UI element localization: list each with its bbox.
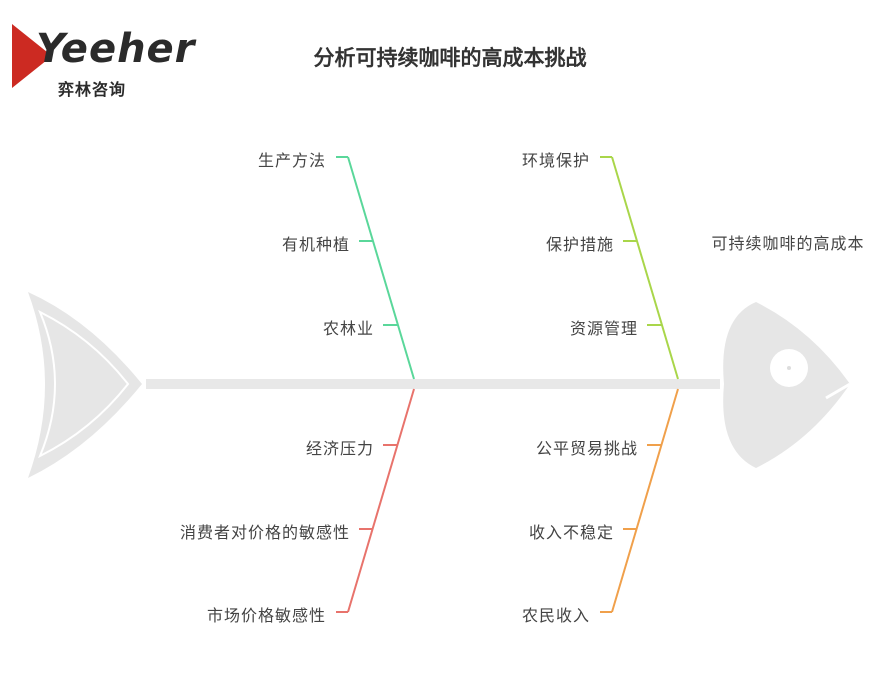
yeeher-logo: Yeeher 弈林咨询 [12, 22, 194, 99]
cause-upper-right-2: 保护措施 [545, 235, 614, 254]
cause-lower-right-1: 公平贸易挑战 [535, 439, 638, 458]
cause-lower-left-3: 市场价格敏感性 [206, 606, 326, 625]
bone-upper-left [347, 156, 415, 380]
logo-mark [12, 24, 52, 88]
cause-upper-left-3: 农林业 [322, 319, 374, 338]
bone-lower-left [347, 388, 415, 613]
bone-lower-right [611, 388, 679, 613]
logo-subtitle: 弈林咨询 [58, 80, 127, 99]
cause-lower-left-2: 消费者对价格的敏感性 [179, 523, 350, 542]
cause-lower-left-1: 经济压力 [305, 439, 374, 458]
fish-mouth [825, 382, 851, 400]
diagram-title: 分析可持续咖啡的高成本挑战 [313, 46, 587, 70]
cause-lower-right-2: 收入不稳定 [528, 523, 614, 542]
bone-upper-right [611, 156, 679, 380]
logo-brand: Yeeher [36, 26, 196, 72]
cause-upper-right-1: 环境保护 [521, 151, 590, 170]
effect-label: 可持续咖啡的高成本 [711, 234, 865, 253]
fish-spine [146, 379, 720, 389]
cause-upper-left-2: 有机种植 [281, 235, 350, 254]
cause-upper-left-1: 生产方法 [257, 151, 326, 170]
fish-tail-highlight [38, 309, 130, 459]
cause-upper-right-3: 资源管理 [569, 319, 638, 338]
cause-lower-right-3: 农民收入 [521, 606, 590, 625]
fish-tail [28, 292, 142, 478]
fish-pupil [787, 366, 791, 370]
